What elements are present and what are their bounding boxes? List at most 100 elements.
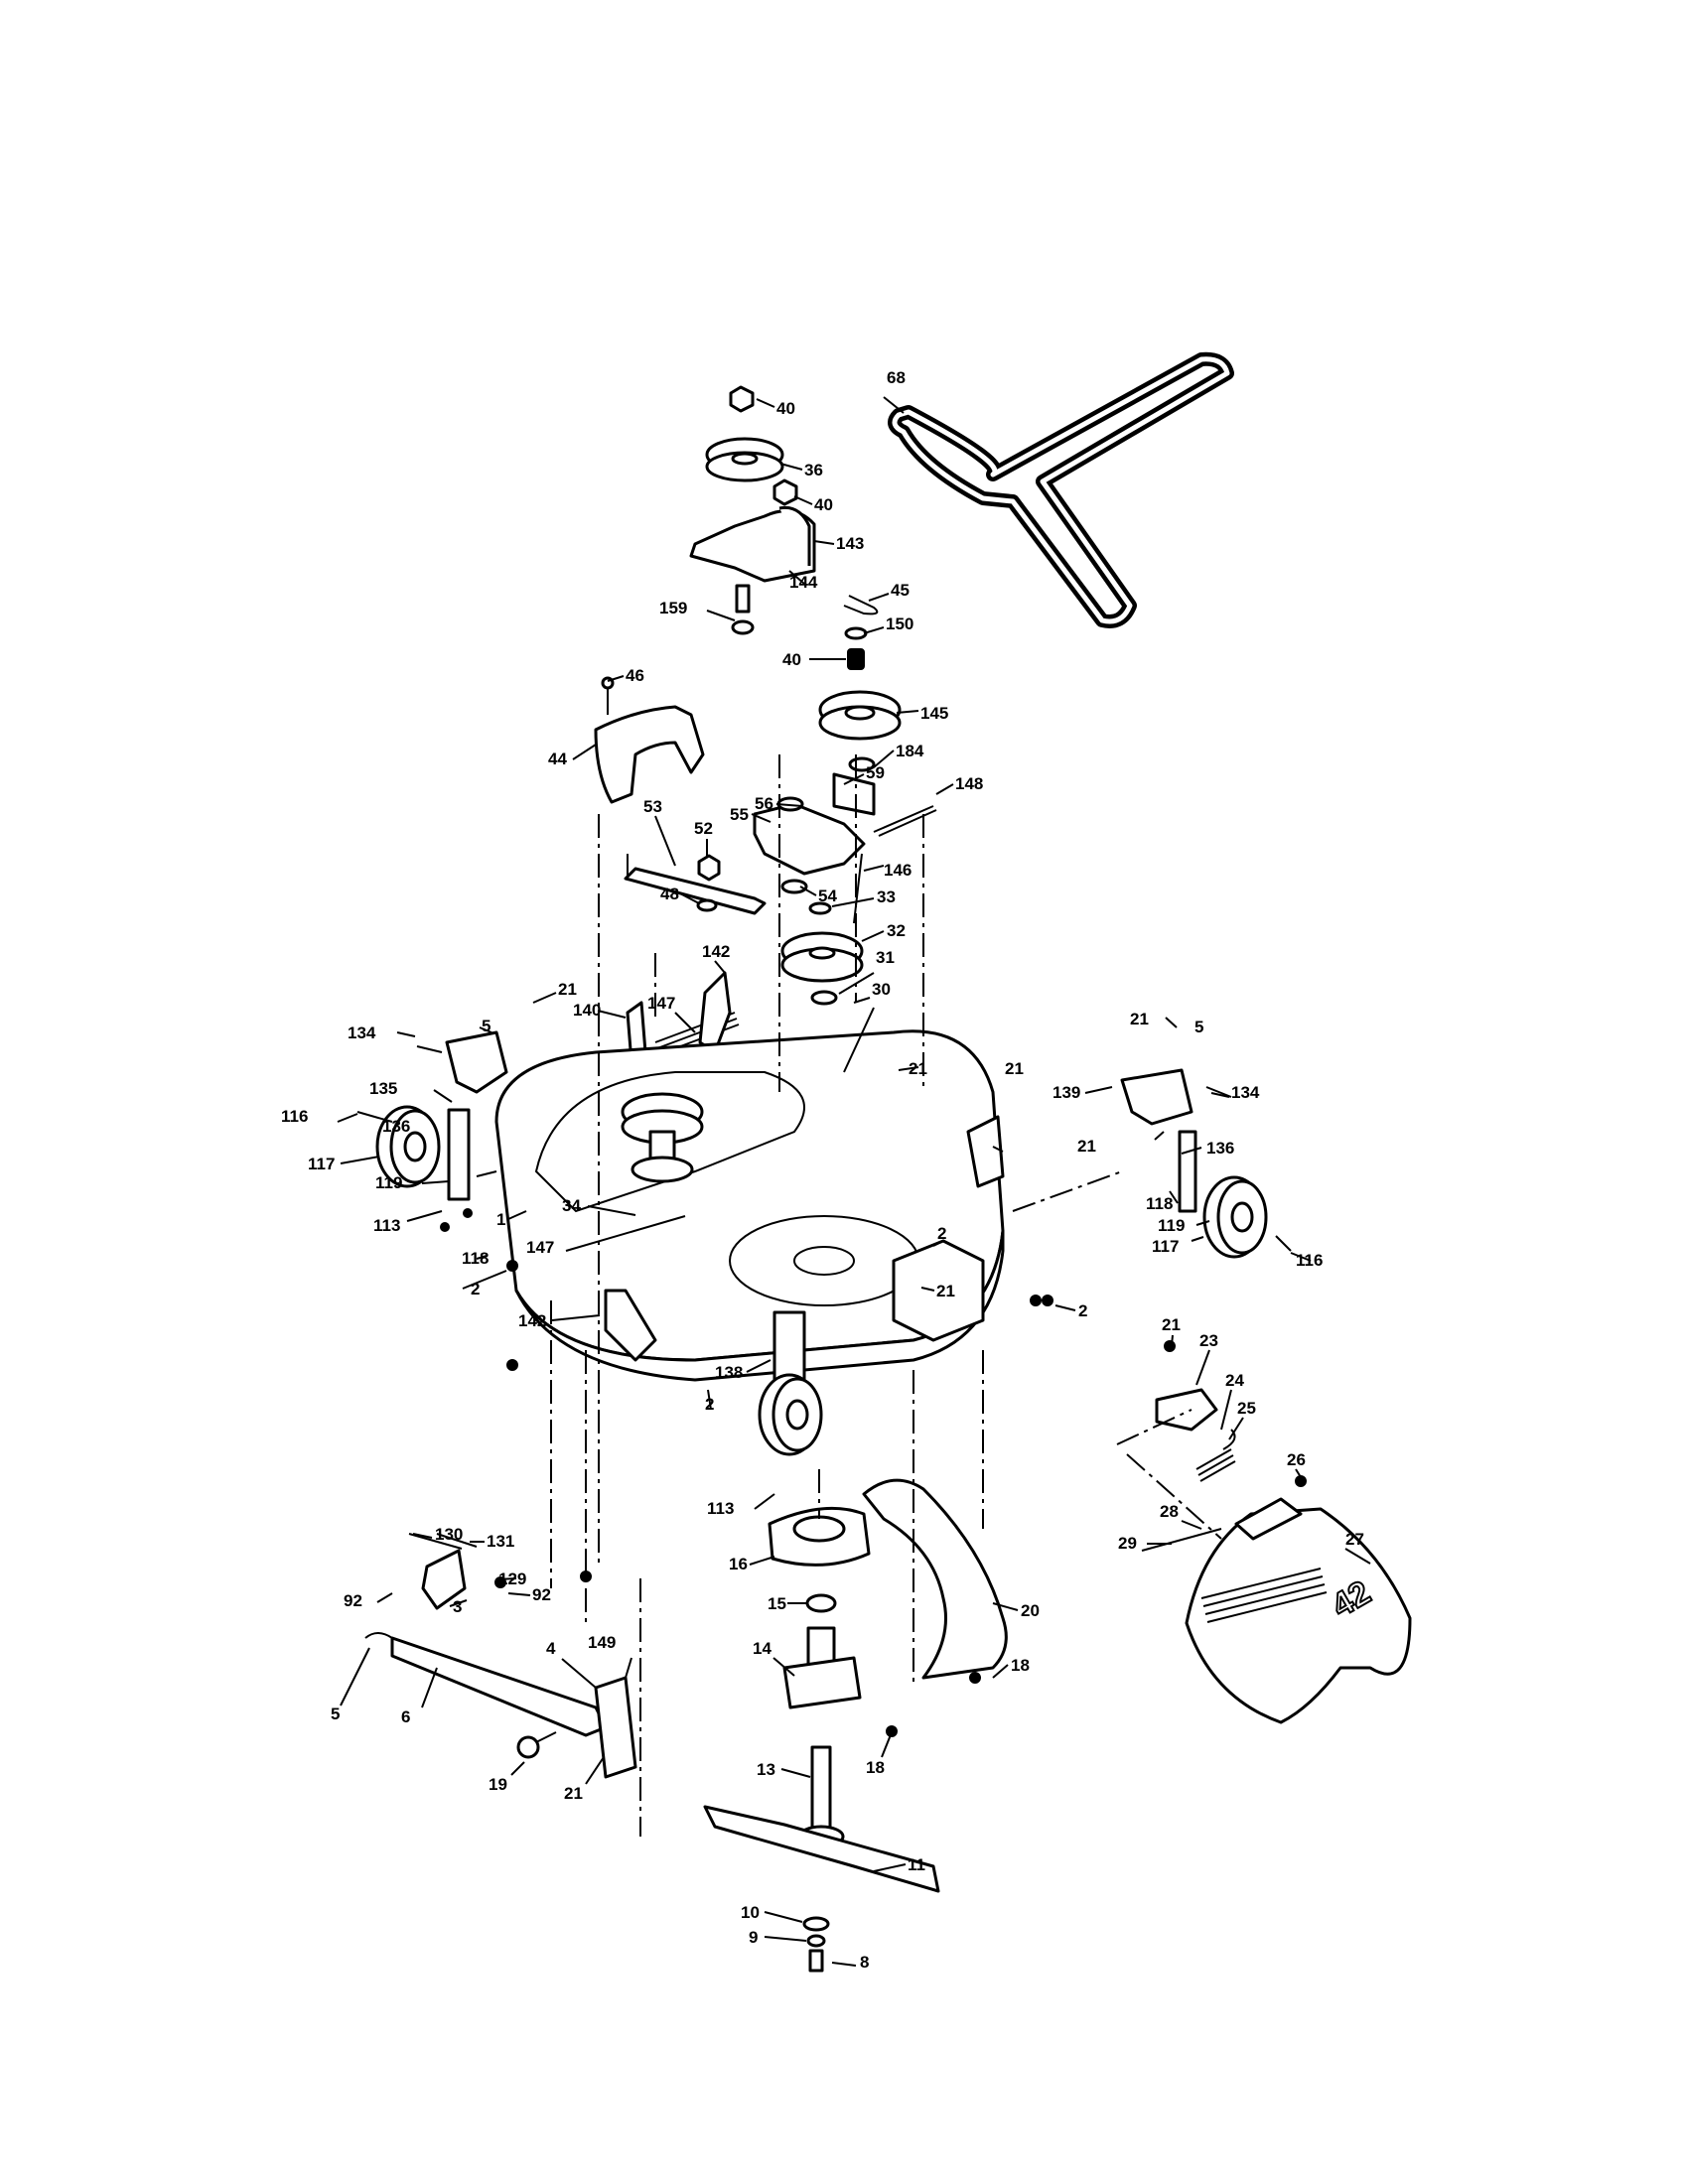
callout-40: 40 — [776, 399, 795, 418]
callout-142: 142 — [518, 1311, 546, 1330]
deck-spindle-pulley — [621, 1092, 704, 1183]
bracket-142 — [604, 1289, 657, 1362]
callout-8: 8 — [860, 1953, 869, 1972]
callout-21: 21 — [936, 1282, 955, 1300]
callout-15: 15 — [768, 1594, 786, 1613]
callout-21: 21 — [1162, 1315, 1181, 1334]
callout-117: 117 — [1152, 1237, 1179, 1256]
callout-113: 113 — [707, 1499, 734, 1518]
spindle-assembly — [768, 1506, 871, 1848]
callout-142: 142 — [702, 942, 730, 961]
alignment-lines — [476, 754, 1222, 1837]
callout-33: 33 — [877, 887, 896, 906]
pulley-32 — [780, 901, 864, 1006]
callout-13: 13 — [757, 1760, 775, 1779]
callout-136: 136 — [1206, 1139, 1234, 1158]
callout-119: 119 — [1158, 1216, 1185, 1235]
callout-129: 129 — [498, 1570, 526, 1588]
callout-68: 68 — [887, 368, 906, 387]
callout-92: 92 — [344, 1591, 362, 1610]
callout-134: 134 — [348, 1024, 376, 1042]
callout-5: 5 — [482, 1017, 491, 1035]
callout-1: 1 — [496, 1210, 505, 1229]
callout-118: 118 — [462, 1249, 489, 1268]
callout-55: 55 — [730, 805, 749, 824]
callout-46: 46 — [626, 666, 644, 685]
callout-136: 136 — [382, 1117, 410, 1136]
part-drawings: 42 — [356, 351, 1412, 1973]
callout-31: 31 — [876, 948, 895, 967]
callout-44: 44 — [548, 750, 567, 768]
callout-16: 16 — [729, 1555, 748, 1573]
callout-30: 30 — [872, 980, 891, 999]
callout-20: 20 — [1021, 1601, 1040, 1620]
callout-52: 52 — [694, 819, 713, 838]
top-idler-stack — [689, 385, 816, 635]
callout-148: 148 — [955, 774, 983, 793]
hardware-fasteners — [440, 1208, 1307, 1737]
callout-2: 2 — [705, 1395, 714, 1414]
callout-21: 21 — [564, 1784, 583, 1803]
callout-143: 143 — [836, 534, 864, 553]
callout-11: 11 — [908, 1855, 925, 1874]
lift-linkage — [364, 1533, 637, 1779]
callout-4: 4 — [546, 1639, 556, 1658]
callout-139: 139 — [1052, 1083, 1080, 1102]
callout-9: 9 — [749, 1928, 758, 1947]
callout-117: 117 — [308, 1155, 335, 1173]
callout-45: 45 — [891, 581, 910, 600]
belt-68 — [888, 351, 1234, 628]
callout-144: 144 — [789, 573, 818, 592]
callout-116: 116 — [281, 1107, 308, 1126]
callout-92: 92 — [532, 1585, 551, 1604]
callout-147: 147 — [647, 994, 675, 1013]
leader-lines — [337, 396, 1371, 1967]
callout-21: 21 — [909, 1059, 927, 1078]
discharge-chute-27: 42 — [1141, 1497, 1412, 1724]
left-wheel-assembly — [356, 1030, 508, 1201]
callout-159: 159 — [659, 599, 687, 617]
callout-24: 24 — [1225, 1371, 1244, 1390]
belt-guard-44 — [594, 676, 705, 804]
callout-32: 32 — [887, 921, 906, 940]
callout-5: 5 — [1194, 1018, 1203, 1036]
callout-6: 6 — [401, 1707, 410, 1726]
tension-bracket-53 — [624, 854, 767, 915]
callout-145: 145 — [920, 704, 948, 723]
callout-10: 10 — [741, 1903, 760, 1922]
callout-2: 2 — [937, 1224, 946, 1243]
callout-150: 150 — [886, 614, 913, 633]
callout-14: 14 — [753, 1639, 772, 1658]
callout-29: 29 — [1118, 1534, 1137, 1553]
callout-5: 5 — [331, 1705, 340, 1723]
callout-40: 40 — [814, 495, 833, 514]
baffle-20 — [862, 1478, 1008, 1680]
callout-18: 18 — [1011, 1656, 1030, 1675]
callout-118: 118 — [1146, 1194, 1173, 1213]
callout-21: 21 — [1005, 1059, 1024, 1078]
callout-18: 18 — [866, 1758, 885, 1777]
callout-131: 131 — [487, 1532, 514, 1551]
callout-140: 140 — [573, 1001, 601, 1020]
callout-2: 2 — [1078, 1301, 1087, 1320]
chute-bracket-23 — [1155, 1388, 1236, 1482]
callout-149: 149 — [588, 1633, 616, 1652]
callout-21: 21 — [558, 980, 577, 999]
callout-56: 56 — [755, 794, 773, 813]
callout-23: 23 — [1199, 1331, 1218, 1350]
callout-27: 27 — [1345, 1530, 1364, 1549]
callout-113: 113 — [373, 1216, 400, 1235]
idler-arm-55 — [753, 772, 937, 924]
lower-idler-stack — [818, 595, 902, 772]
spring-147 — [626, 971, 740, 1064]
callout-135: 135 — [369, 1079, 397, 1098]
callout-3: 3 — [453, 1597, 462, 1616]
callout-21: 21 — [1077, 1137, 1096, 1156]
callout-labels: 68 40 36 40 143 144 45 159 150 40 46 145… — [281, 368, 1364, 1972]
callout-146: 146 — [884, 861, 912, 880]
callout-184: 184 — [896, 742, 924, 760]
callout-21: 21 — [1130, 1010, 1149, 1028]
callout-2: 2 — [471, 1280, 480, 1298]
front-wheel-138 — [758, 1310, 823, 1456]
